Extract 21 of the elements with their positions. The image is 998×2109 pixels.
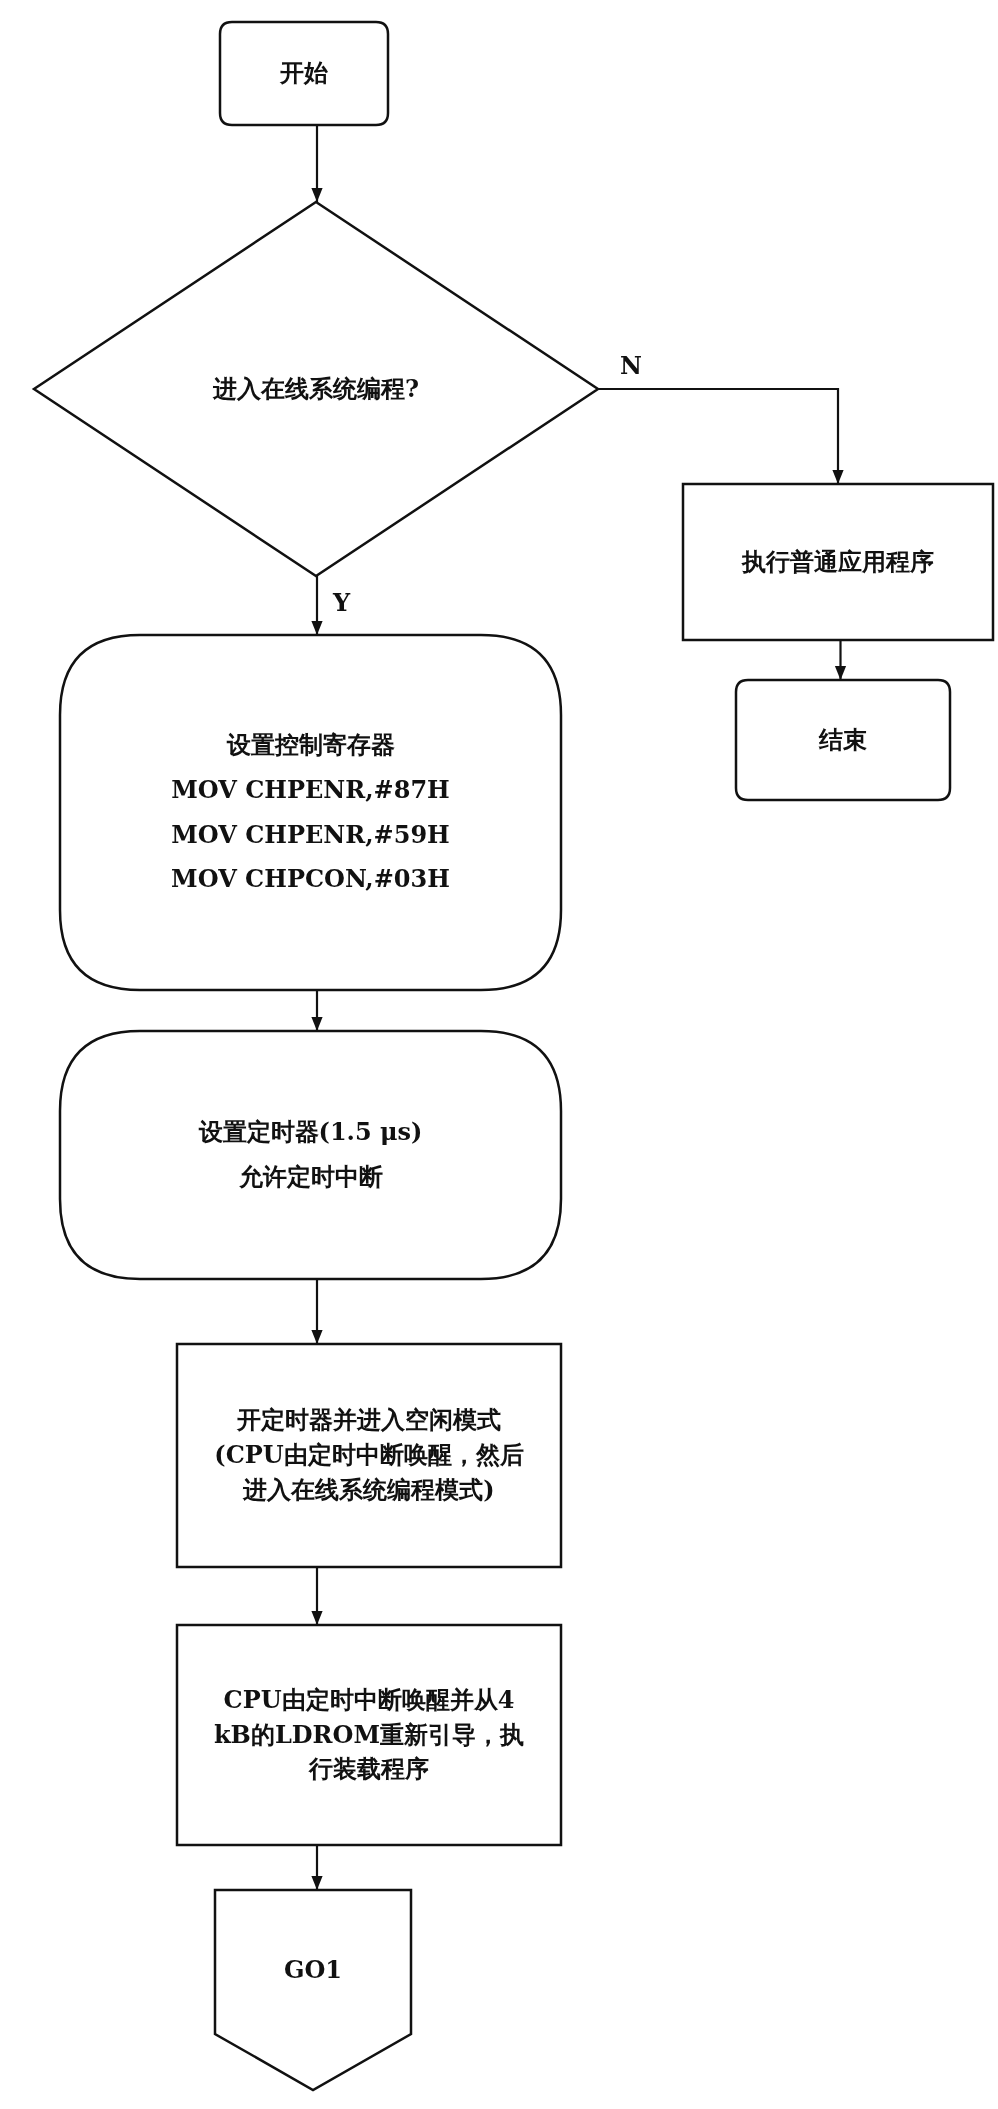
arrow <box>598 387 844 484</box>
arrow <box>311 990 323 1031</box>
node-text: 结束 <box>817 723 868 756</box>
arrow <box>311 125 323 202</box>
node-heading: 设置控制寄存器 <box>225 728 396 761</box>
node-text: MOV CHPENR,#87H <box>170 773 451 806</box>
node-text: CPU由定时中断唤醒并从4 kB的LDROM重新引导，执行装载程序 <box>213 1683 525 1786</box>
node-text: MOV CHPCON,#03H <box>170 863 451 896</box>
arrow <box>834 640 847 680</box>
node-text: 开始 <box>279 57 329 90</box>
arrow <box>311 576 323 635</box>
arrow <box>311 1279 323 1344</box>
node-text: 执行普通应用程序 <box>740 545 935 578</box>
node-heading: 设置定时器(1.5 μs) <box>197 1116 424 1149</box>
arrow <box>311 1567 323 1625</box>
arrow <box>311 1845 323 1890</box>
node-text: 允许定时中断 <box>237 1161 384 1193</box>
node-text: GO1 <box>282 1953 344 1986</box>
node-text: 开定时器并进入空闲模式(CPU由定时中断唤醒，然后进入在线系统编程模式) <box>213 1404 525 1506</box>
node-text: MOV CHPENR,#59H <box>170 818 451 851</box>
node-text: 进入在线系统编程? <box>211 372 421 405</box>
